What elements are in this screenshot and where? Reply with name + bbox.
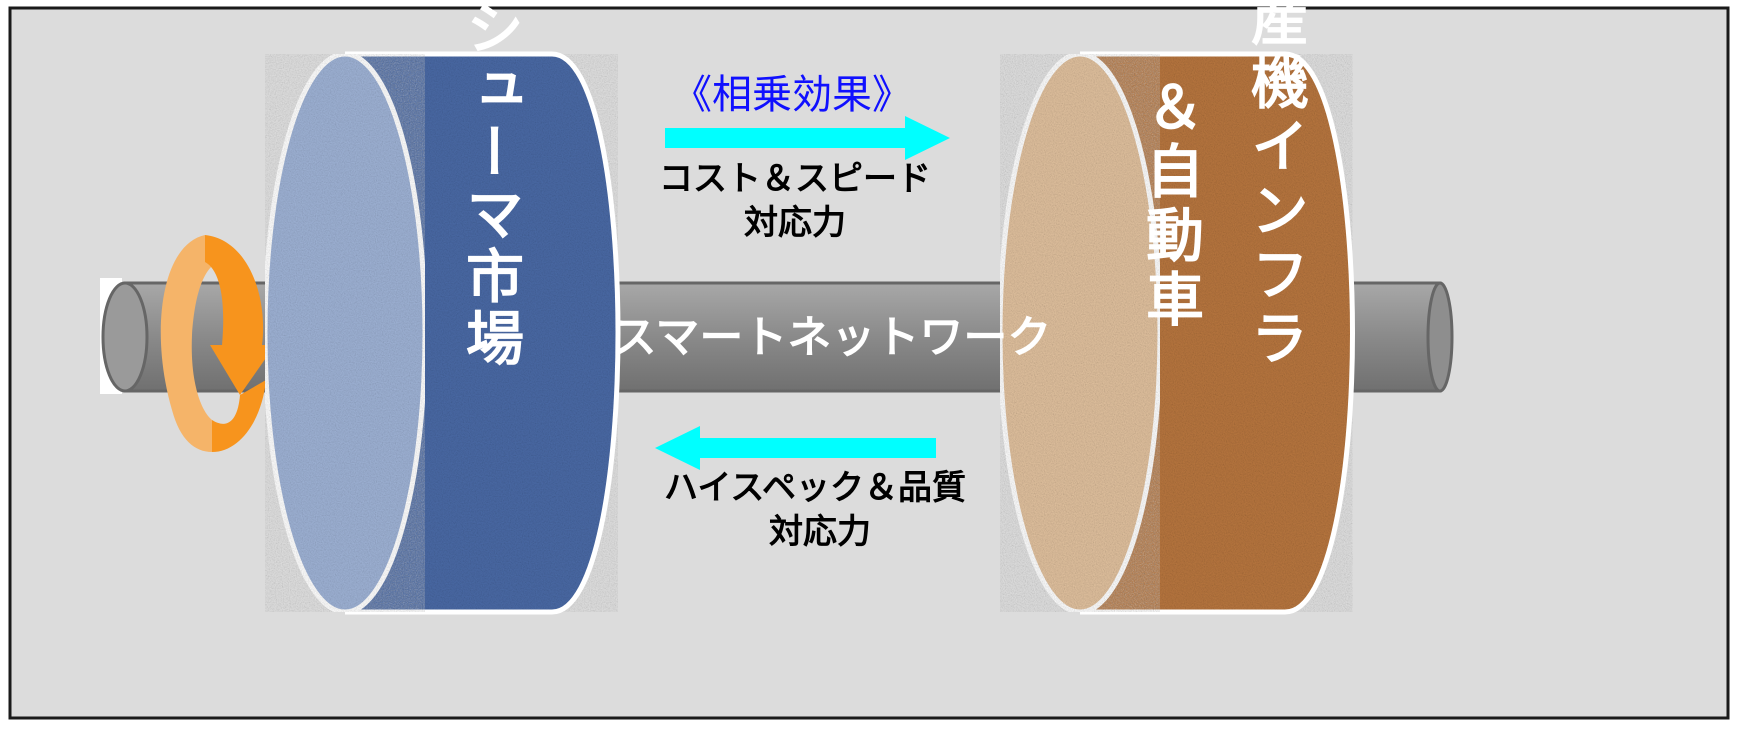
right-shaft xyxy=(1338,281,1454,393)
right-wheel-inner-label: ＆自動車 xyxy=(1136,77,1204,333)
synergy-title: 《相乗効果》 xyxy=(672,72,912,118)
rotation-arrow-icon xyxy=(160,235,275,452)
right-arrow-icon xyxy=(665,116,950,160)
top-caption-line2: 対応力 xyxy=(744,203,846,243)
top-caption-line1: コスト＆スピード xyxy=(659,159,931,199)
bottom-caption-line1: ハイスペック＆品質 xyxy=(664,468,966,508)
right-wheel xyxy=(997,51,1355,615)
bottom-caption-line2: 対応力 xyxy=(769,512,871,552)
left-wheel-label: コンシューマ市場 xyxy=(456,0,524,370)
right-wheel-outer-label: 産機インフラ xyxy=(1241,0,1309,372)
left-wheel xyxy=(262,51,621,615)
left-arrow-icon xyxy=(655,426,936,470)
shaft-label: スマートネットワーク xyxy=(613,312,1052,363)
